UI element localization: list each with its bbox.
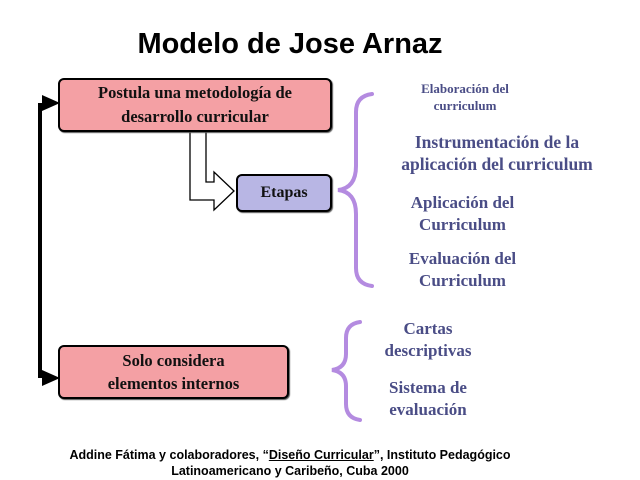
internal-elements-box: Solo considera elementos internos — [58, 345, 289, 399]
stage-item-evaluation-line-2: Curriculum — [419, 271, 506, 290]
citation-footer: Addine Fátima y colaboradores, “Diseño C… — [0, 447, 580, 479]
citation-line-2: Latinoamericano y Caribeño, Cuba 2000 — [171, 464, 409, 478]
citation-prefix: Addine Fátima y colaboradores, “ — [69, 448, 269, 462]
stage-item-application-line-1: Aplicación del — [410, 193, 515, 212]
stage-item-elaboration-line-1: Elaboración del — [421, 81, 509, 96]
internal-item-cartas-line-1: Cartas — [403, 319, 453, 338]
internal-item-cartas: Cartas descriptivas — [363, 318, 493, 362]
internal-item-cartas-line-2: descriptivas — [384, 341, 472, 360]
stage-item-application: Aplicación del Curriculum — [380, 192, 545, 236]
methodology-box: Postula una metodología de desarrollo cu… — [58, 78, 332, 132]
stage-item-elaboration-line-2: curriculum — [433, 98, 497, 113]
internal-item-sistema-line-2: evaluación — [389, 400, 467, 419]
stage-item-evaluation: Evaluación del Curriculum — [380, 248, 545, 292]
internal-line-2: elementos internos — [107, 374, 240, 393]
citation-line-1: Addine Fátima y colaboradores, “Diseño C… — [0, 447, 580, 463]
internal-item-sistema: Sistema de evaluación — [363, 377, 493, 421]
internal-item-sistema-line-1: Sistema de — [389, 378, 467, 397]
citation-suffix: ”, Instituto Pedagógico — [373, 448, 511, 462]
stage-item-instrumentation: Instrumentación de la aplicación del cur… — [372, 131, 622, 175]
citation-book-title: Diseño Curricular — [268, 448, 374, 462]
stages-box: Etapas — [236, 174, 332, 212]
stage-item-instrumentation-line-1: Instrumentación de la — [414, 132, 580, 152]
internal-brace — [331, 320, 362, 422]
methodology-line-1: Postula una metodología de — [98, 83, 292, 102]
stages-brace — [337, 92, 374, 288]
stage-item-instrumentation-line-2: aplicación del curriculum — [401, 154, 593, 174]
methodology-line-2: desarrollo curricular — [121, 107, 269, 126]
arrow-to-methodology — [42, 95, 60, 111]
internal-line-1: Solo considera — [122, 351, 225, 370]
stage-item-evaluation-line-1: Evaluación del — [408, 249, 517, 268]
stage-item-elaboration: Elaboración del curriculum — [390, 80, 540, 114]
bent-arrow-to-stages — [189, 132, 235, 212]
page-title: Modelo de Jose Arnaz — [137, 28, 443, 60]
arrow-to-internal — [42, 370, 60, 386]
stage-item-application-line-2: Curriculum — [419, 215, 506, 234]
